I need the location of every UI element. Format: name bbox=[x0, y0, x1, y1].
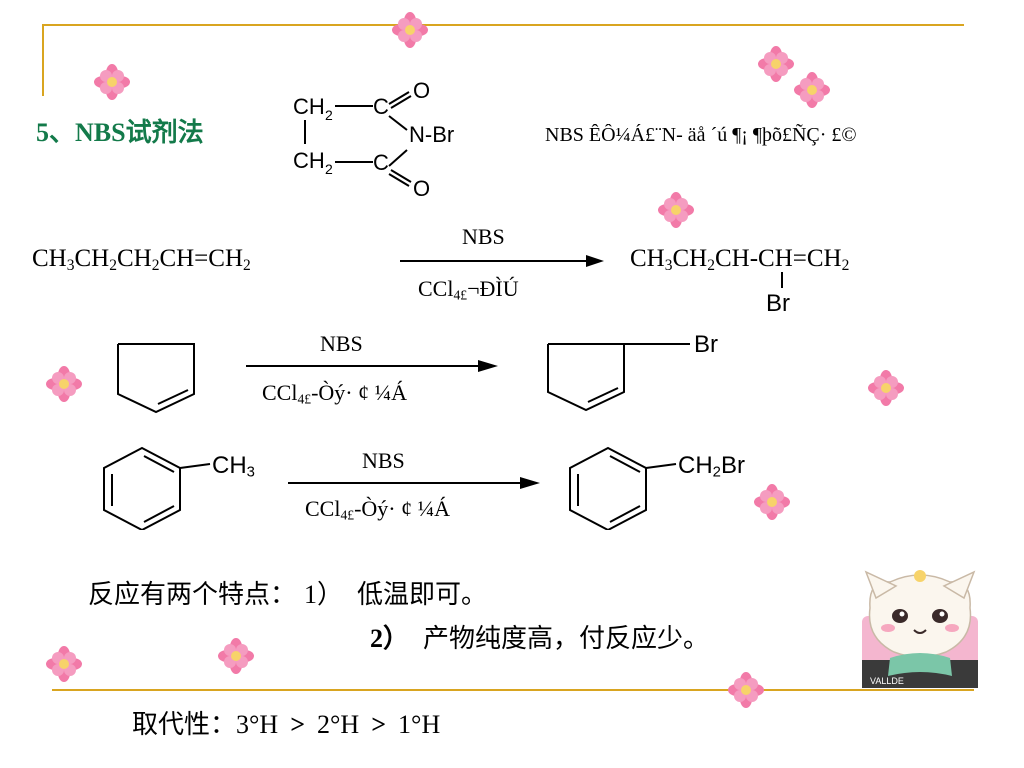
reaction2-solvent: CCl4£-Òý· ¢ ¼Á bbox=[262, 380, 408, 407]
feature2-number: 2） bbox=[370, 624, 410, 653]
flower-icon bbox=[758, 46, 794, 82]
features-line1: 反应有两个特点：1） 低温即可。 bbox=[88, 574, 487, 611]
flower-icon bbox=[794, 72, 830, 108]
flower-icon bbox=[392, 12, 428, 48]
nbs-structure-diagram: CH 2 C O N-Br CH 2 C O bbox=[293, 82, 454, 201]
tertiary-h: 3°H bbox=[236, 710, 279, 739]
nbs-o-top: O bbox=[413, 82, 430, 103]
feature1-text: 低温即可。 bbox=[357, 580, 488, 609]
features-label: 反应有两个特点： bbox=[88, 580, 297, 609]
flower-icon bbox=[754, 484, 790, 520]
flower-icon bbox=[46, 366, 82, 402]
benzyl-bromide-benzene-ring bbox=[569, 446, 677, 530]
feature2-text: 产物纯度高，付反应少。 bbox=[423, 624, 710, 653]
reaction1-product: CH3CH2CH-CH=CH2 bbox=[630, 245, 850, 274]
reaction1-product-br: Br bbox=[766, 290, 790, 317]
reaction1-arrow bbox=[400, 255, 604, 267]
reaction2-reagent: NBS bbox=[320, 331, 363, 356]
flower-icon bbox=[94, 64, 130, 100]
reaction1-br-bond bbox=[781, 272, 783, 288]
features-line2: 2） 产物纯度高，付反应少。 bbox=[370, 618, 709, 655]
reaction2-product-br: Br bbox=[694, 331, 718, 358]
reaction3-solvent: CCl4£-Òý· ¢ ¼Á bbox=[305, 496, 451, 523]
reaction2-arrow bbox=[246, 360, 498, 372]
benzyl-bromide-group: CH2Br bbox=[678, 452, 745, 481]
nbs-description: NBS ÊÔ¼Á£¨N- äå ´ú ¶¡ ¶þõ£ÑÇ· £© bbox=[545, 124, 857, 146]
reaction1-solvent: CCl4£¬ÐÌÚ bbox=[418, 276, 519, 303]
bottom-rule bbox=[52, 689, 974, 691]
top-rule bbox=[42, 24, 964, 26]
nbs-c-top: C bbox=[373, 94, 389, 119]
primary-h: 1°H bbox=[398, 710, 441, 739]
flower-icon bbox=[218, 638, 254, 674]
greater-than-1: > bbox=[290, 710, 306, 739]
selectivity-line: 取代性：3°H >2°H >1°H bbox=[132, 704, 440, 741]
nbs-ch2-top: CH bbox=[293, 94, 325, 119]
nbs-o-bottom: O bbox=[413, 176, 430, 201]
flower-icon bbox=[868, 370, 904, 406]
selectivity-label: 取代性： bbox=[132, 710, 237, 739]
left-rule bbox=[42, 24, 44, 96]
nbs-ch2-bottom-sub: 2 bbox=[325, 161, 333, 177]
flower-icon bbox=[46, 646, 82, 682]
toluene-benzene-ring bbox=[103, 446, 211, 530]
nbs-c-bottom: C bbox=[373, 150, 389, 175]
flower-icon bbox=[658, 192, 694, 228]
reaction1-reactant: CH3CH2CH2CH=CH2 bbox=[32, 245, 251, 274]
greater-than-2: > bbox=[371, 710, 387, 739]
nbs-ch2-bottom: CH bbox=[293, 148, 325, 173]
slide-title: 5、NBS试剂法 bbox=[36, 118, 204, 147]
nbs-ch2-top-sub: 2 bbox=[325, 107, 333, 123]
mascot-cat-icon: VALLDE bbox=[862, 570, 978, 688]
bromocyclopentene-product bbox=[547, 343, 690, 412]
mascot-caption: VALLDE bbox=[870, 676, 904, 686]
cyclopentene-reactant bbox=[117, 343, 195, 414]
feature1-number: 1） bbox=[304, 580, 344, 609]
secondary-h: 2°H bbox=[317, 710, 360, 739]
reaction3-arrow bbox=[288, 477, 540, 489]
nbs-n-br: N-Br bbox=[409, 122, 454, 147]
reaction1-reagent: NBS bbox=[462, 224, 505, 249]
flower-icon bbox=[728, 672, 764, 708]
reaction3-reagent: NBS bbox=[362, 448, 405, 473]
toluene-methyl-group: CH3 bbox=[212, 452, 255, 481]
